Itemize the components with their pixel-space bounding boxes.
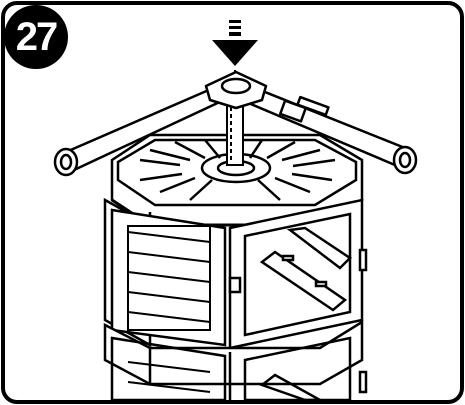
step-badge: [4, 5, 68, 69]
composter-lid: [110, 133, 364, 227]
down-arrow-icon: [212, 20, 258, 66]
step-number: 27: [15, 14, 59, 59]
lower-module: [103, 319, 368, 402]
tool-handle: [53, 70, 418, 177]
upper-module: [103, 197, 368, 350]
